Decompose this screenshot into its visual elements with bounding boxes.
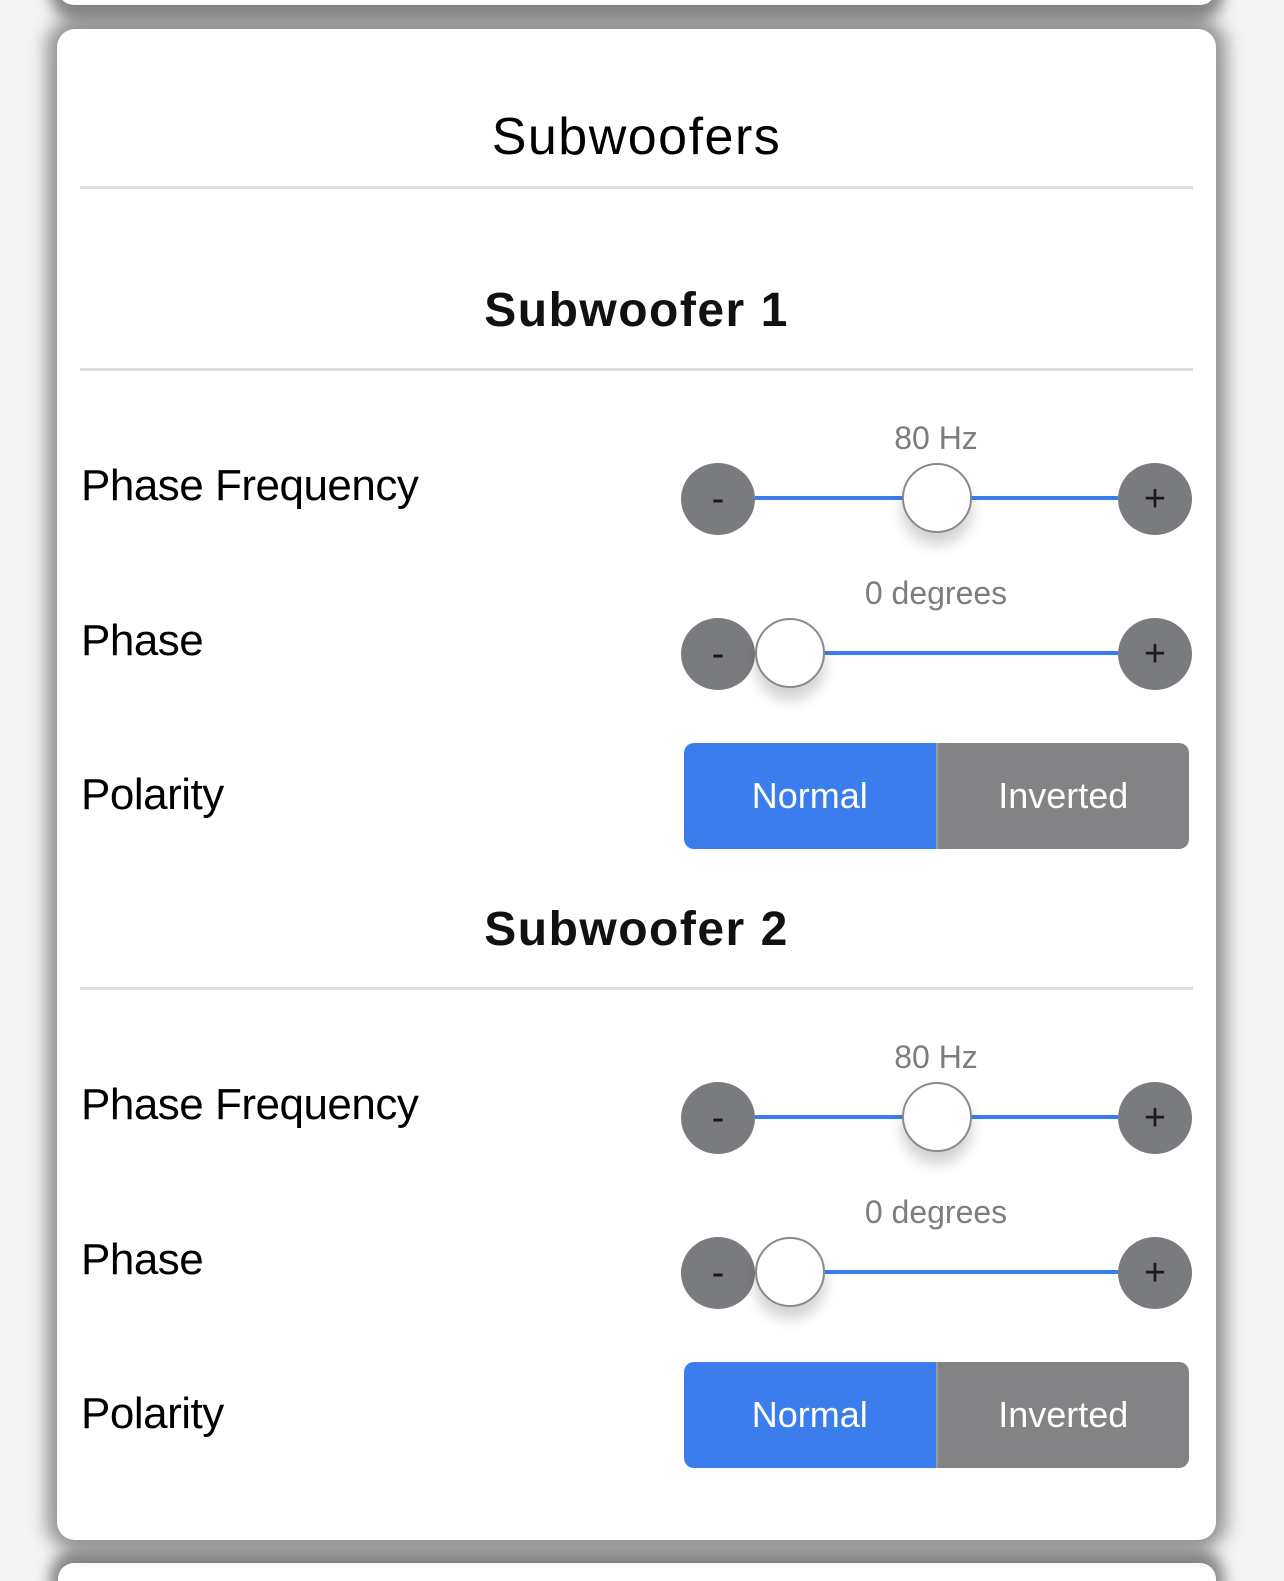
phase-track[interactable] [755, 651, 1118, 655]
phase-frequency-value: 80 Hz [894, 1039, 978, 1075]
subwoofers-panel: Subwoofers Subwoofer 1 Phase Frequency 8… [57, 29, 1216, 1540]
phase-frequency-value: 80 Hz [894, 420, 978, 456]
phase-frequency-decrease-button[interactable]: - [681, 1082, 755, 1154]
phase-frequency-decrease-button[interactable]: - [681, 463, 755, 535]
polarity-label: Polarity [81, 1389, 224, 1438]
subwoofer-1-divider [80, 368, 1193, 371]
phase-frequency-label: Phase Frequency [81, 1080, 419, 1129]
phase-frequency-slider-thumb[interactable] [902, 463, 972, 533]
phase-label: Phase [81, 616, 204, 665]
polarity-inverted-option[interactable]: Inverted [935, 1362, 1189, 1468]
phase-frequency-slider-thumb[interactable] [902, 1082, 972, 1152]
panel-title: Subwoofers [491, 108, 782, 166]
polarity-normal-option[interactable]: Normal [684, 1362, 936, 1468]
polarity-segmented-control: Normal Inverted [684, 1362, 1189, 1468]
subwoofer-2-title: Subwoofer 2 [484, 903, 789, 956]
phase-slider-thumb[interactable] [755, 1237, 825, 1307]
phase-frequency-increase-button[interactable]: + [1118, 463, 1192, 535]
phase-increase-button[interactable]: + [1118, 1237, 1192, 1309]
polarity-segmented-control: Normal Inverted [684, 743, 1189, 849]
phase-frequency-increase-button[interactable]: + [1118, 1082, 1192, 1154]
phase-value: 0 degrees [864, 1194, 1008, 1230]
phase-track[interactable] [755, 1270, 1118, 1274]
subwoofer-2-divider [80, 987, 1193, 990]
phase-frequency-label: Phase Frequency [81, 461, 419, 510]
phase-label: Phase [81, 1235, 204, 1284]
phase-value: 0 degrees [864, 575, 1008, 611]
next-card [58, 1563, 1216, 1581]
title-divider [80, 186, 1193, 189]
polarity-label: Polarity [81, 770, 224, 819]
phase-increase-button[interactable]: + [1118, 618, 1192, 690]
previous-card [58, 0, 1216, 5]
polarity-inverted-option[interactable]: Inverted [935, 743, 1189, 849]
phase-decrease-button[interactable]: - [681, 618, 755, 690]
phase-decrease-button[interactable]: - [681, 1237, 755, 1309]
phase-slider-thumb[interactable] [755, 618, 825, 688]
subwoofer-1-title: Subwoofer 1 [484, 284, 789, 337]
polarity-normal-option[interactable]: Normal [684, 743, 936, 849]
